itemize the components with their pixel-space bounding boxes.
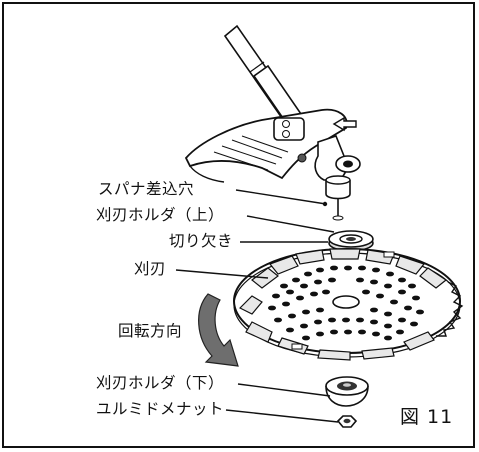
guard-arrow-icon [332,116,357,132]
blade-holder-lower [325,376,369,407]
lock-nut [336,415,358,428]
guard [184,108,348,183]
label-blade: 刈刃 [134,260,167,278]
gear-head [314,135,361,221]
rotation-direction-arrow-icon [198,293,239,367]
label-blade-holder-lower: 刈刃ホルダ（下） [96,374,225,392]
blade-holder-upper [328,230,374,252]
figure-frame [2,2,475,448]
label-lock-nut: ユルミドメナット [96,400,225,418]
leader-lines [175,189,339,423]
label-notch: 切り欠き [169,232,234,250]
blade [233,248,464,361]
label-blade-holder-upper: 刈刃ホルダ（上） [96,206,225,224]
label-rotation-direction: 回転方向 [118,322,183,340]
figure-number: 図 11 [400,406,454,428]
label-spanner-hole: スパナ差込穴 [98,180,195,198]
